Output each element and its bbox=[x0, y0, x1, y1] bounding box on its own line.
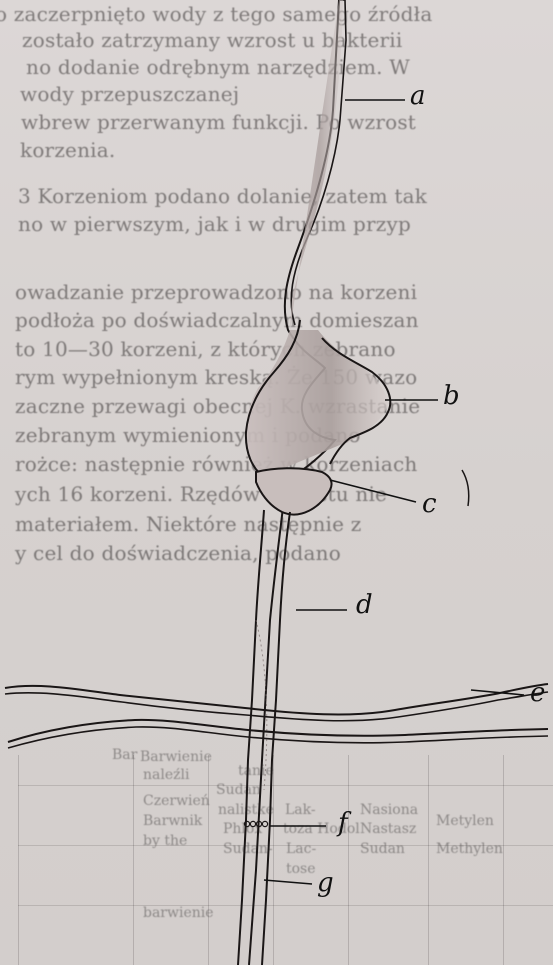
constriction-cell bbox=[256, 468, 332, 514]
leader-line-g bbox=[264, 880, 312, 884]
basal-cell-marks bbox=[244, 821, 267, 826]
bulb-shading bbox=[246, 330, 388, 476]
label-g: g bbox=[317, 870, 334, 896]
small-hook-mark bbox=[462, 470, 469, 506]
label-b: b bbox=[443, 383, 460, 409]
strand-lower-inner bbox=[8, 727, 548, 748]
upper-shading bbox=[290, 0, 343, 330]
label-c: c bbox=[422, 491, 437, 517]
label-a: a bbox=[410, 83, 426, 109]
label-e: e bbox=[530, 680, 545, 706]
label-d: d bbox=[356, 592, 373, 618]
leader-line-c bbox=[330, 480, 416, 502]
label-f: f bbox=[338, 810, 348, 836]
root-hair-outline bbox=[238, 0, 390, 965]
